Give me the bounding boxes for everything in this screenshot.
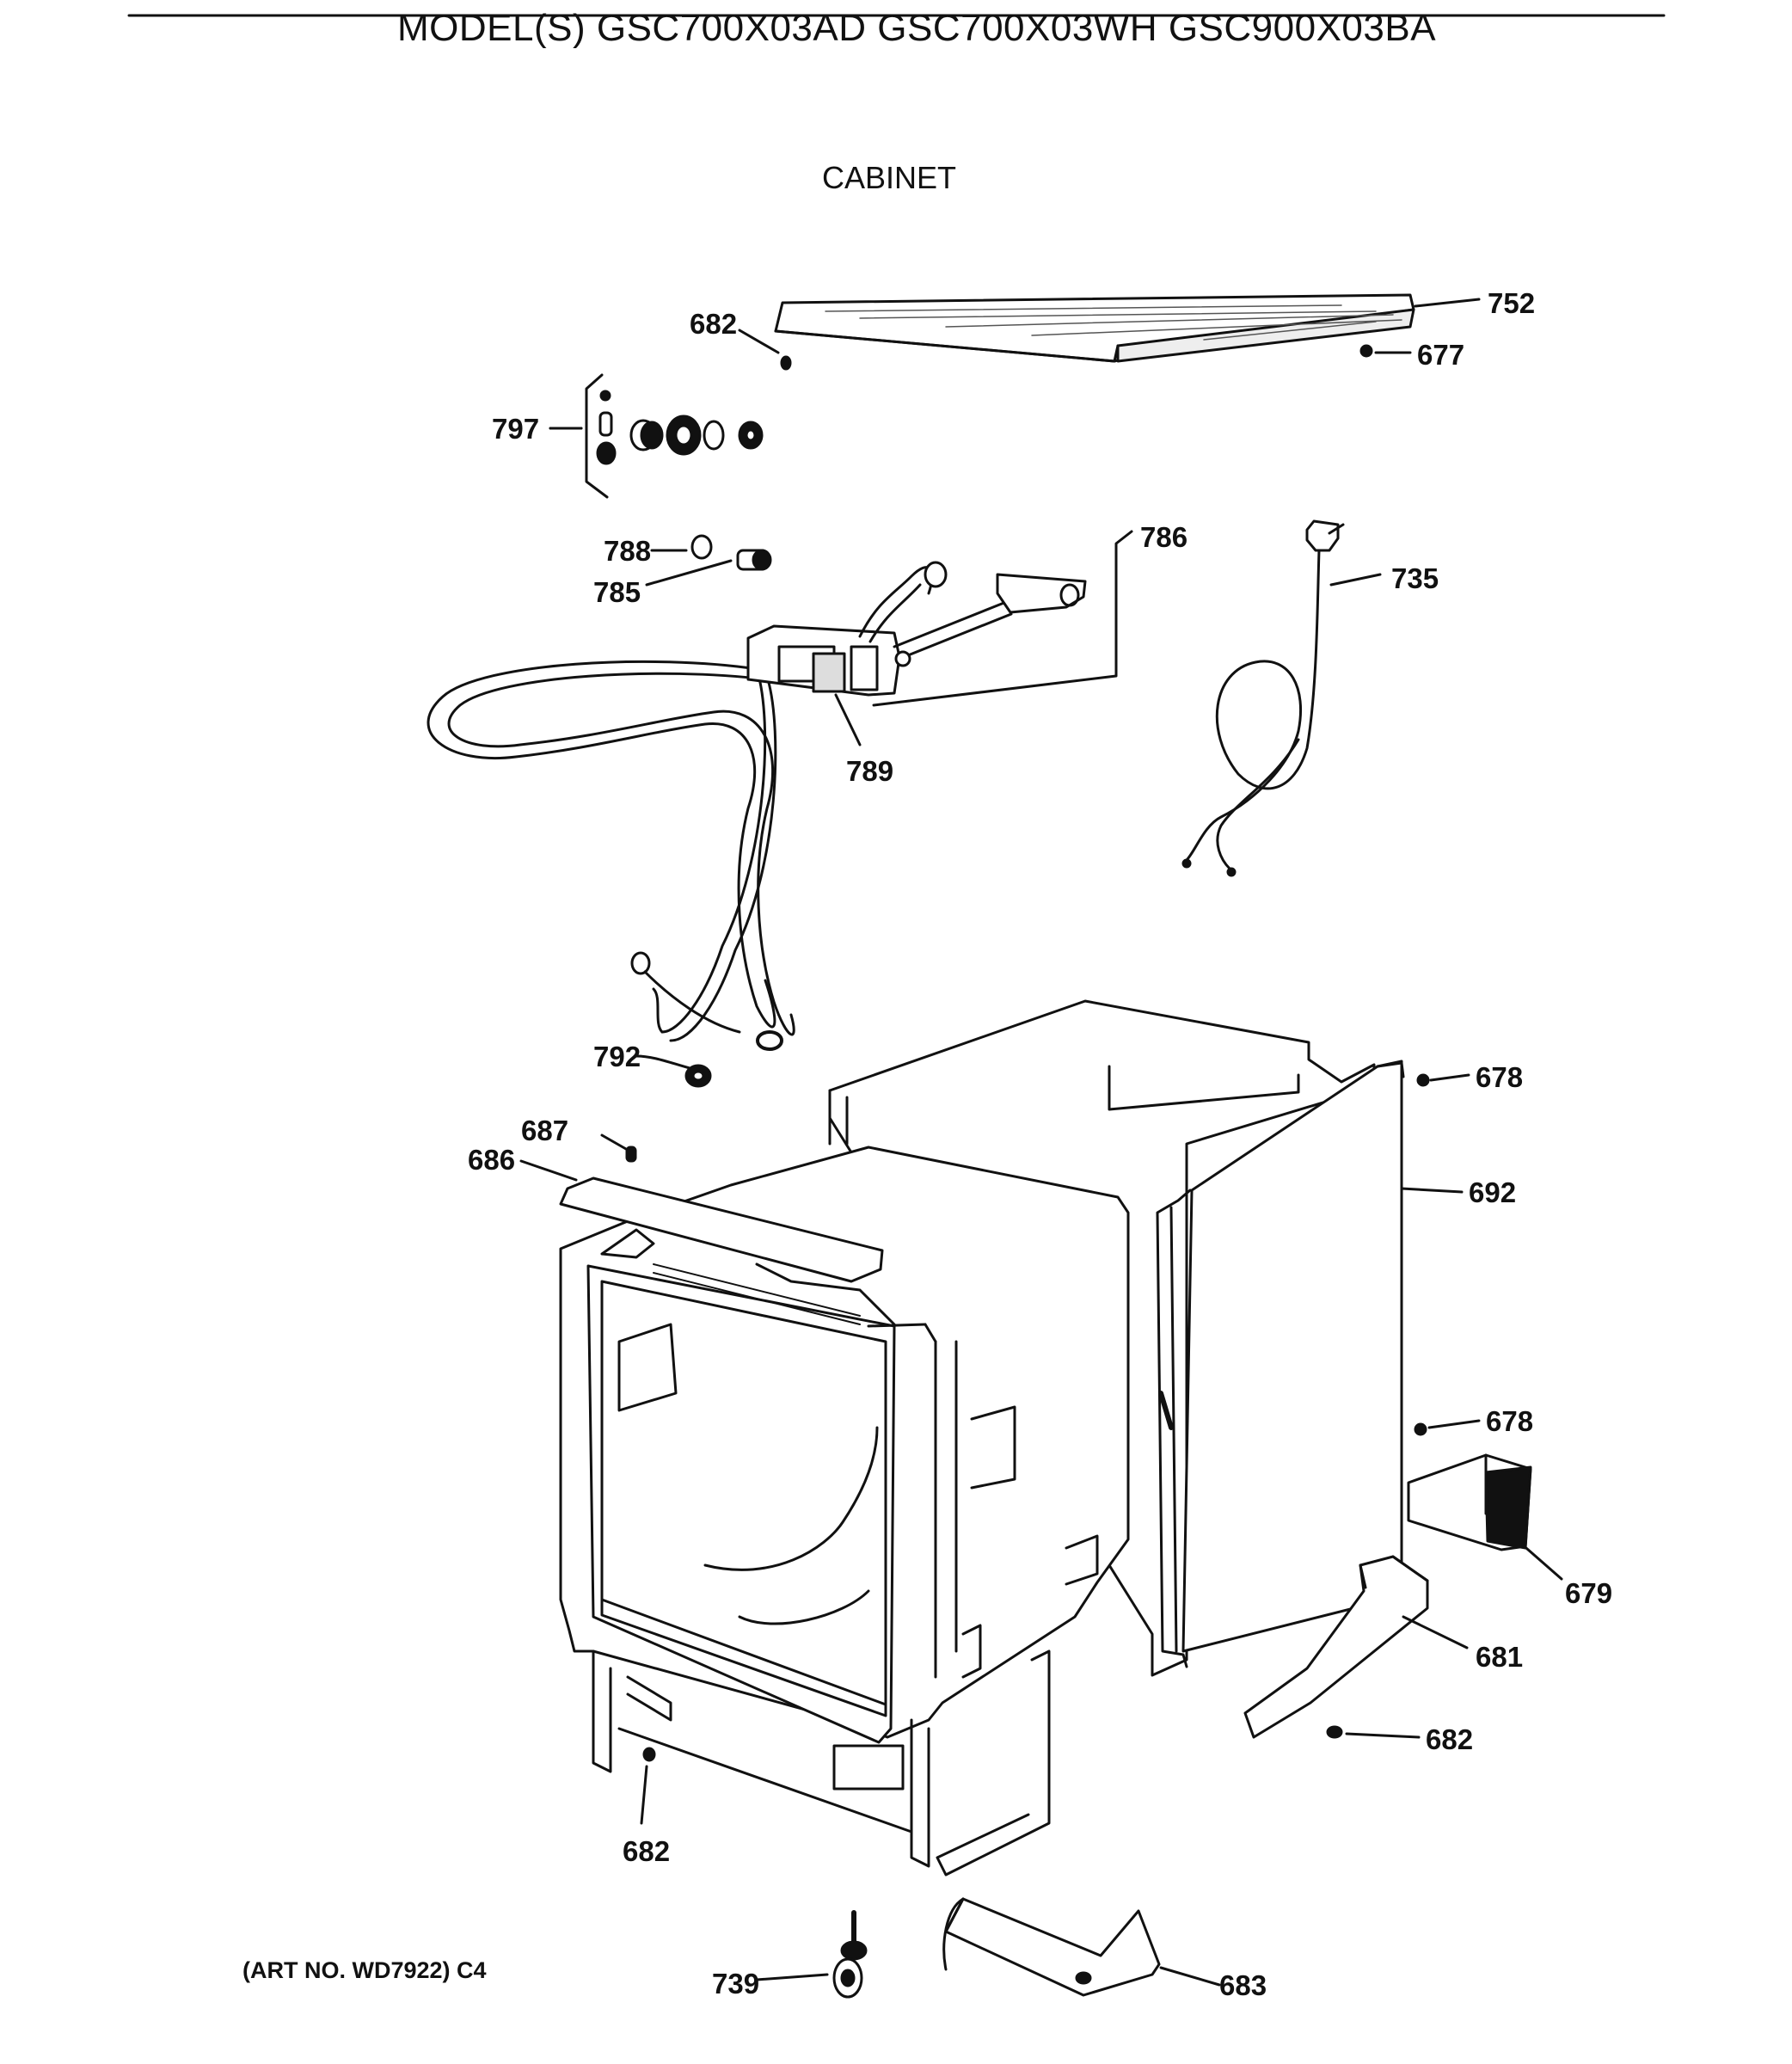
callout-679: 679 [1565,1577,1613,1609]
fitting-785 [645,549,772,587]
leader-752 [1414,298,1481,308]
callout-678-lower: 678 [1486,1405,1534,1437]
bracket-683 [942,1897,1221,1997]
side-panel-692 [1156,1060,1464,1668]
callout-682-bottom: 682 [623,1835,671,1867]
callout-687: 687 [521,1115,569,1146]
callout-785: 785 [593,576,641,608]
screw-677 [1359,344,1412,358]
screw-678-upper [1416,1073,1470,1087]
screw-682-right [1326,1725,1421,1739]
parts-kit-797 [549,373,764,499]
callout-677: 677 [1417,339,1465,371]
screw-687 [600,1133,637,1163]
callout-692: 692 [1469,1176,1517,1208]
nut-792 [635,1054,712,1088]
callout-681: 681 [1476,1641,1524,1673]
callout-683: 683 [1219,1969,1267,2001]
section-title: CABINET [822,160,957,195]
callout-792: 792 [593,1041,641,1072]
block-679 [1407,1453,1563,1581]
callout-786: 786 [1140,521,1188,553]
top-panel-752 [774,293,1415,363]
leveling-leg-739 [755,1910,868,1999]
callout-686: 686 [468,1144,516,1176]
callout-739: 739 [712,1968,760,2000]
model-title: MODEL(S) GSC700X03AD GSC700X03WH GSC900X… [397,7,1437,49]
callout-682-top: 682 [690,308,738,340]
screw-678-lower [1414,1419,1481,1436]
callout-797: 797 [492,413,540,445]
strip-686 [519,1159,884,1283]
o-ring-788 [650,534,713,560]
callout-752: 752 [1488,287,1536,319]
bracket-681 [1243,1555,1469,1739]
callout-789: 789 [846,755,894,787]
screw-682-bottom [640,1747,656,1825]
leader-786 [872,530,1133,707]
screw-682-top [738,329,792,371]
power-cord-735 [1181,519,1382,877]
art-number: (ART NO. WD7922) C4 [242,1957,487,1983]
callout-788: 788 [604,535,652,567]
callout-735: 735 [1391,562,1439,594]
hose-assembly-789 [427,561,1087,1051]
callout-678-upper: 678 [1476,1061,1524,1093]
callout-682-right: 682 [1426,1723,1474,1755]
tub-assembly [559,1146,1130,1877]
